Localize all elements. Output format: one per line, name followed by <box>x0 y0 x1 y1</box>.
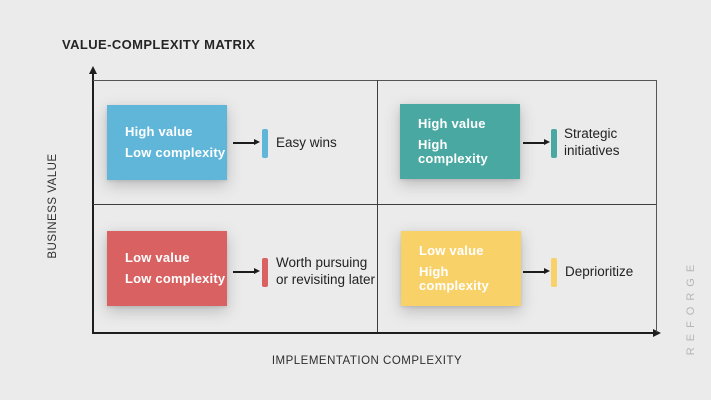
y-axis-label: BUSINESS VALUE <box>47 153 59 259</box>
arrow-right-icon <box>233 268 260 274</box>
outcome-label-line: Easy wins <box>276 135 337 150</box>
page-title: VALUE-COMPLEXITY MATRIX <box>62 37 256 52</box>
quadrant-box-line: Low value <box>419 243 484 258</box>
x-axis-arrow-icon <box>92 328 661 337</box>
quadrant-outcome-label: Worth pursuing or revisiting later <box>276 255 375 288</box>
quadrant-box-low-value-low-complexity: Low value Low complexity <box>107 231 227 306</box>
quadrant-box-high-value-low-complexity: High value Low complexity <box>107 105 227 180</box>
quadrant-box-line: Low complexity <box>125 271 226 286</box>
color-bar <box>551 129 557 158</box>
color-bar <box>262 258 268 287</box>
quadrant-box-line: High value <box>125 124 193 139</box>
quadrant-box-high-value-high-complexity: High value High complexity <box>400 104 520 179</box>
quadrant-box-line: High complexity <box>418 137 488 166</box>
quadrant-box-line: Low complexity <box>125 145 226 160</box>
quadrant-outcome-label: Strategic initiatives <box>564 126 620 159</box>
quadrant-outcome-label: Deprioritize <box>565 264 633 281</box>
arrow-right-icon <box>523 139 550 145</box>
matrix-top-border <box>93 80 656 81</box>
arrow-right-icon <box>523 268 550 274</box>
outcome-label-line: or revisiting later <box>276 271 376 287</box>
x-axis-label: IMPLEMENTATION COMPLEXITY <box>271 355 463 367</box>
quadrant-box-line: High complexity <box>419 264 489 293</box>
quadrant-box-line: High value <box>418 116 486 131</box>
color-bar <box>551 258 557 287</box>
arrow-right-icon <box>233 139 260 145</box>
matrix-right-border <box>656 80 657 332</box>
outcome-label-line: Worth pursuing <box>276 255 368 270</box>
matrix-vertical-divider <box>377 80 378 332</box>
quadrant-box-low-value-high-complexity: Low value High complexity <box>401 231 521 306</box>
quadrant-outcome-label: Easy wins <box>276 135 337 152</box>
reforge-watermark: REFORGE <box>685 258 697 356</box>
outcome-label-line: Deprioritize <box>565 264 634 279</box>
outcome-label-line: initiatives <box>564 142 620 158</box>
quadrant-box-line: Low value <box>125 250 190 265</box>
outcome-label-line: Strategic <box>564 126 618 141</box>
color-bar <box>262 129 268 158</box>
y-axis-arrow-icon <box>89 66 97 333</box>
matrix-horizontal-divider <box>93 204 656 205</box>
